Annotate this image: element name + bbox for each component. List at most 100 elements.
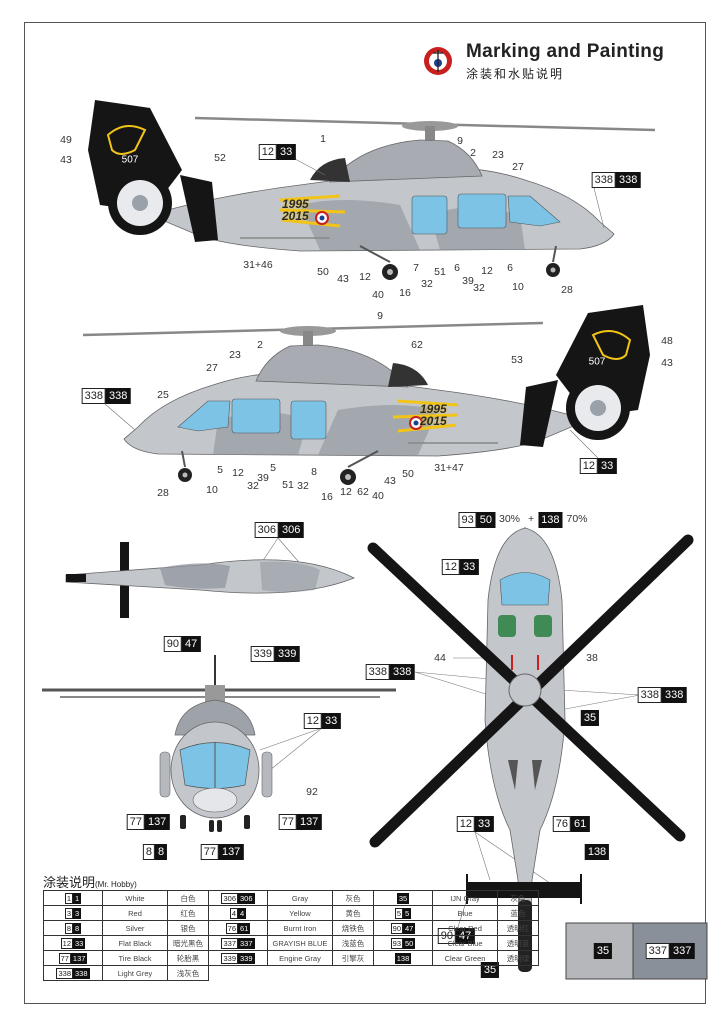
callout: 10 (206, 484, 218, 496)
legend-color-name-zh: 透明蓝 (497, 935, 539, 951)
callout: 40 (372, 490, 384, 502)
legend-color-name-zh: 灰色 (497, 890, 539, 906)
callout: 51 (282, 479, 294, 491)
callout: 23 (229, 349, 241, 361)
legend-color-name: Clear Red (432, 920, 498, 936)
callout: 32 (421, 278, 433, 290)
paint-code: 138 (584, 844, 610, 860)
callout: 12 (481, 265, 493, 277)
bottom-view-illustration (65, 542, 355, 618)
callout: 32 (473, 282, 485, 294)
callout: 44 (434, 652, 446, 664)
callout: 9 (457, 135, 463, 147)
callout: 62 (357, 486, 369, 498)
legend-color-name-zh: 白色 (167, 890, 209, 906)
legend-color-name-zh: 浅蓝色 (332, 935, 374, 951)
front-view-illustration (42, 655, 396, 832)
callout: 16 (321, 491, 333, 503)
legend-color-name: Flat Black (102, 935, 168, 951)
callout: 2 (257, 339, 263, 351)
legend-title: 涂装说明(Mr. Hobby) (43, 875, 137, 890)
callout: 27 (206, 362, 218, 374)
callout: 1 (320, 133, 326, 145)
callout: 43 (661, 357, 673, 369)
callout: 12 (359, 271, 371, 283)
legend-color-name: Blue (432, 905, 498, 921)
legend-color-name: Yellow (267, 905, 333, 921)
callout: 10 (512, 281, 524, 293)
legend-color-name: Burnt Iron (267, 920, 333, 936)
callout: 12 (232, 467, 244, 479)
side-view-left-illustration (86, 98, 657, 282)
legend-color-name-zh: 暗光黑色 (167, 935, 209, 951)
tail-number: 507 (588, 356, 606, 368)
callout: 9 (377, 310, 383, 322)
callout: 43 (337, 273, 349, 285)
callout: 32 (247, 480, 259, 492)
callout: 2 (470, 147, 476, 159)
legend-color-name: Clear Green (432, 950, 498, 966)
anniversary-year-start: 1995 (420, 402, 447, 416)
callout: 39 (462, 275, 474, 287)
legend-color-name: IJN Gray (432, 890, 498, 906)
legend-color-name-zh: 浅灰色 (167, 965, 209, 981)
callout: 49 (60, 134, 72, 146)
legend-color-name-zh: 红色 (167, 905, 209, 921)
page-title: Marking and Painting (466, 41, 665, 62)
callout: 62 (411, 339, 423, 351)
anniversary-year-start: 1995 (282, 197, 309, 211)
callout: 38 (586, 652, 598, 664)
callout: 6 (507, 262, 513, 274)
callout: 50 (402, 468, 414, 480)
legend-color-name-zh: 烧铁色 (332, 920, 374, 936)
roundel-icon (424, 47, 452, 75)
legend-color-name: GRAYISH BLUE (267, 935, 333, 951)
legend-color-name: Light Grey (102, 965, 168, 981)
callout: 28 (561, 284, 573, 296)
callout: 7 (413, 262, 419, 274)
callout: 43 (384, 475, 396, 487)
legend-color-name: Tire Black (102, 950, 168, 966)
callout: 50 (317, 266, 329, 278)
legend-color-name-zh: 轮胎黑 (167, 950, 209, 966)
swatch-label: 35 (593, 943, 613, 959)
callout: 5 (217, 464, 223, 476)
legend-color-name-zh: 引擎灰 (332, 950, 374, 966)
legend-color-name-zh: 透明红 (497, 920, 539, 936)
callout: 43 (60, 154, 72, 166)
paint-code: 35 (580, 710, 600, 726)
legend-code: 138 (373, 950, 433, 966)
callout: 6 (454, 262, 460, 274)
